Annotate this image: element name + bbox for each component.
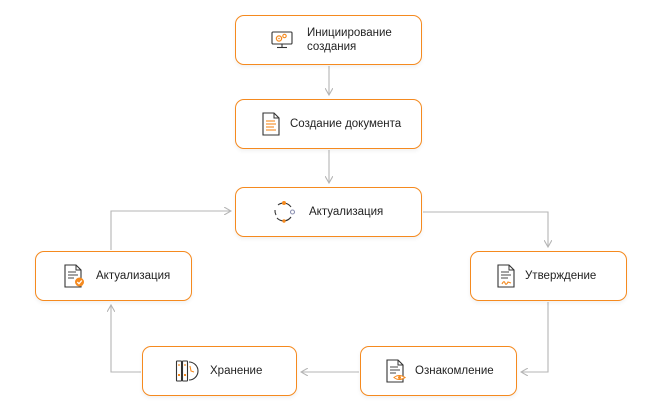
arrow-actualization-to-approval: [423, 211, 548, 247]
node-actualization-label: Актуализация: [309, 206, 384, 218]
arrow-actualization-doc-to-actualization: [110, 211, 231, 250]
node-storage: Хранение: [142, 346, 297, 396]
node-approval: Утверждение: [470, 251, 627, 301]
node-approval-label: Утверждение: [525, 270, 597, 282]
arrow-approval-to-review: [521, 302, 549, 372]
node-actualization-doc: Актуализация: [35, 251, 192, 301]
node-creation: Создание документа: [235, 99, 422, 149]
node-actualization: Актуализация: [235, 187, 422, 237]
node-initiation-label: Инициирование создания: [307, 27, 392, 53]
node-creation-label: Создание документа: [290, 118, 402, 130]
node-initiation: Инициирование создания: [235, 15, 422, 65]
document-check-icon: [64, 264, 84, 288]
document-signature-icon: [497, 264, 515, 288]
refresh-cycle-icon: [274, 201, 296, 223]
node-review-label: Ознакомление: [415, 365, 494, 377]
node-review: Ознакомление: [360, 346, 517, 396]
node-actualization-doc-label: Актуализация: [96, 270, 171, 282]
document-lines-icon: [262, 112, 280, 136]
monitor-gear-icon: [271, 31, 293, 49]
node-storage-label: Хранение: [210, 365, 263, 377]
arrow-storage-to-actualization-doc: [111, 305, 141, 373]
document-eye-icon: [386, 359, 406, 383]
archive-binders-icon: [175, 360, 199, 382]
